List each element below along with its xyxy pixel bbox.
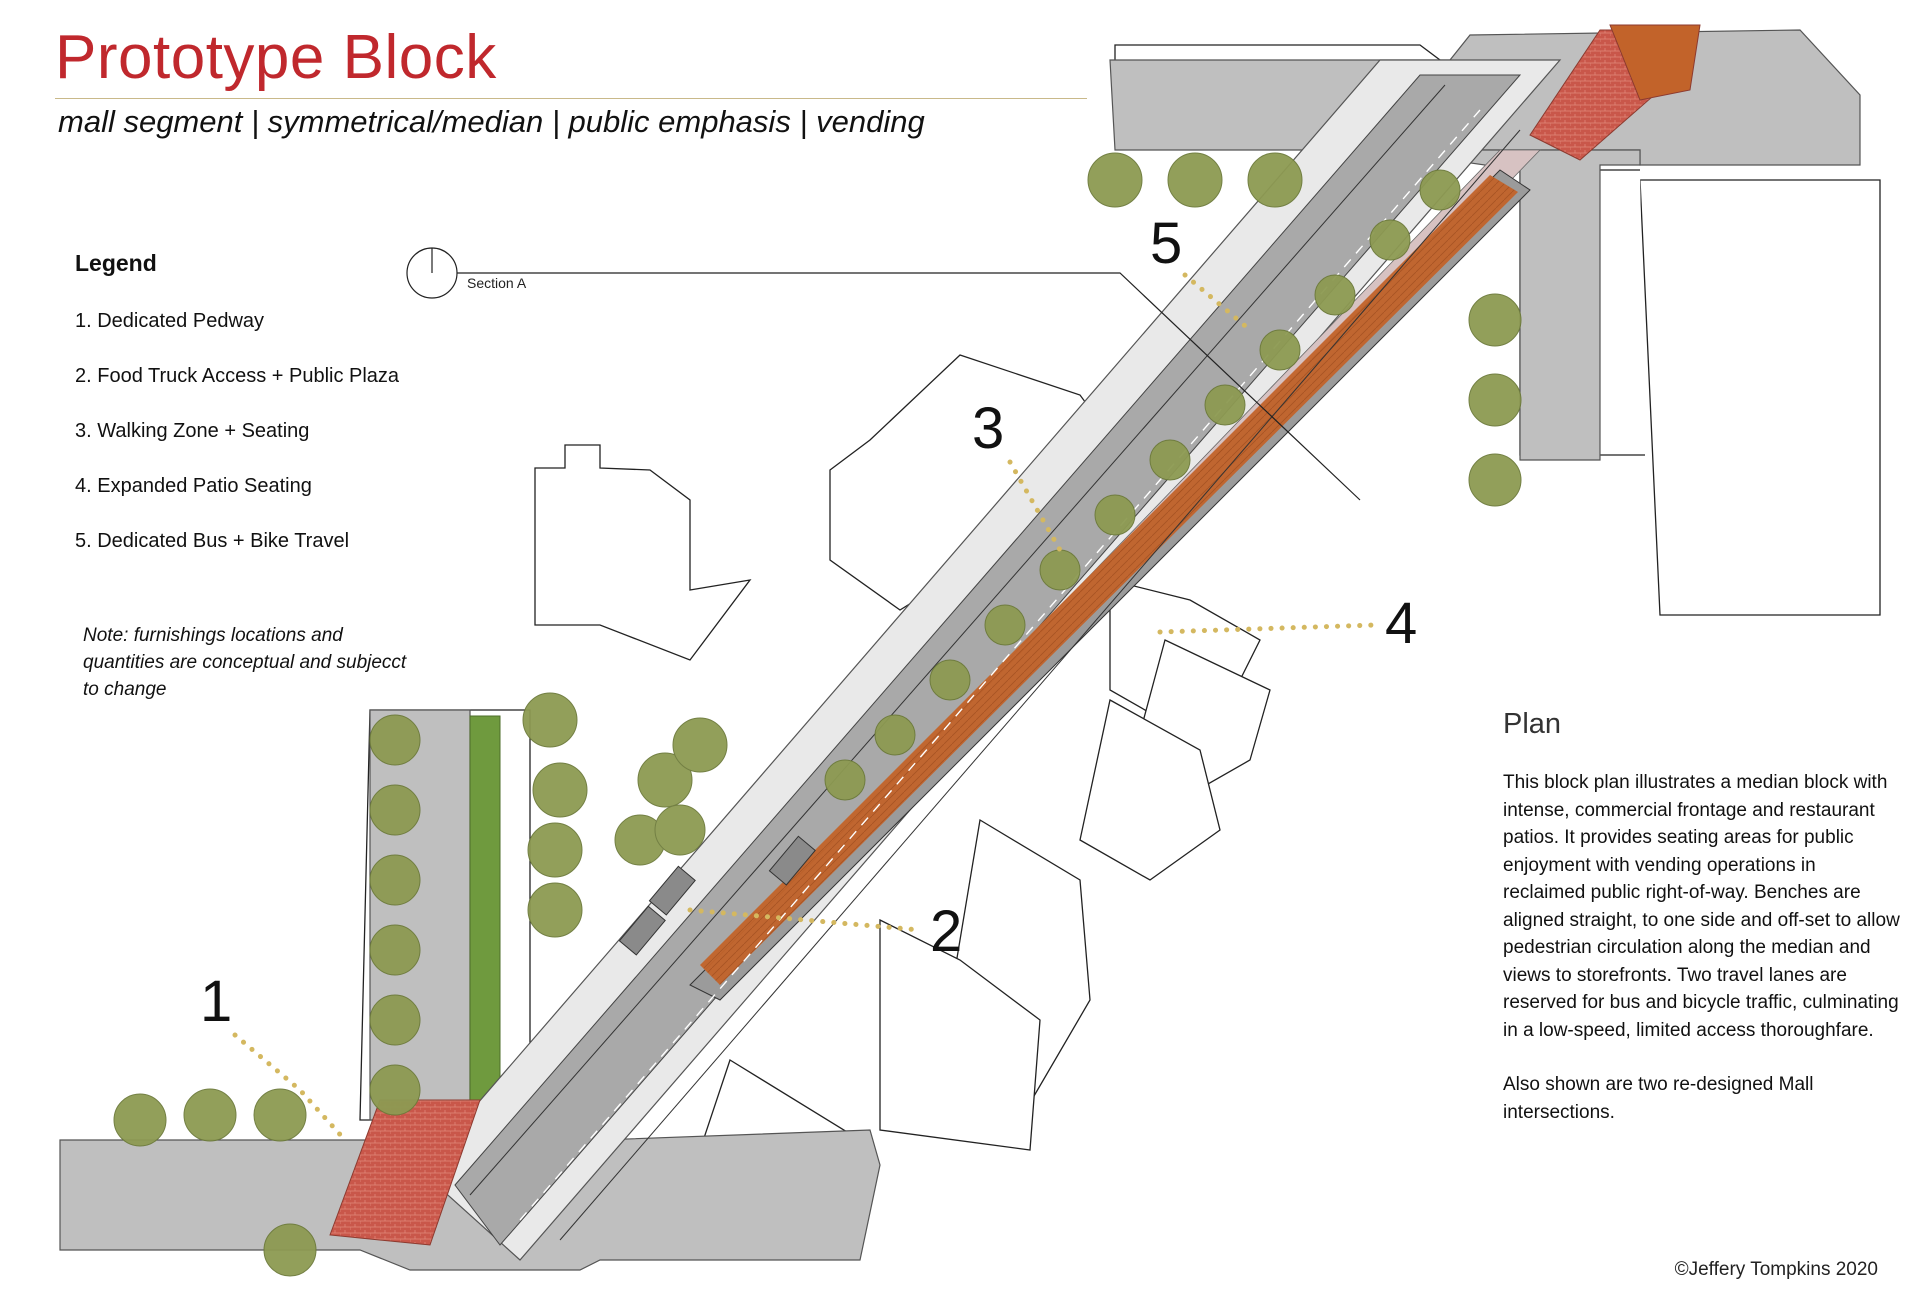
callout-2: 2 xyxy=(930,899,963,964)
copyright-notice: ©Jeffery Tompkins 2020 xyxy=(1674,1259,1878,1280)
callout-5: 5 xyxy=(1150,211,1183,276)
trees xyxy=(113,152,1522,1277)
section-a-label: Section A xyxy=(467,275,527,291)
legend-item-5: 5. Dedicated Bus + Bike Travel xyxy=(75,530,350,552)
callout-4: 4 xyxy=(1385,591,1418,656)
title-divider xyxy=(55,98,1087,99)
legend-item-4: 4. Expanded Patio Seating xyxy=(75,475,312,497)
callout-leaders xyxy=(232,272,1378,1143)
plan-description: This block plan illustrates a median blo… xyxy=(1503,769,1903,1126)
legend-item-3: 3. Walking Zone + Seating xyxy=(75,420,310,442)
page-subtitle: mall segment | symmetrical/median | publ… xyxy=(58,104,925,139)
food-trucks xyxy=(618,835,816,956)
legend-item-1: 1. Dedicated Pedway xyxy=(75,310,265,332)
mall-corridor xyxy=(329,24,1701,1261)
median-grass xyxy=(469,715,501,1122)
callout-3: 3 xyxy=(972,396,1005,461)
callout-1: 1 xyxy=(200,969,233,1034)
furnishings-note: Note: furnishings locations and quantiti… xyxy=(83,625,407,700)
page-title: Prototype Block xyxy=(55,23,497,92)
legend-item-2: 2. Food Truck Access + Public Plaza xyxy=(75,365,400,387)
section-a-marker xyxy=(406,247,1361,501)
plan-paragraph-1: This block plan illustrates a median blo… xyxy=(1503,772,1900,1041)
plan-paragraph-2: Also shown are two re-designed Mall inte… xyxy=(1503,1074,1814,1123)
legend-title: Legend xyxy=(75,250,157,276)
plan-heading: Plan xyxy=(1503,708,1562,740)
